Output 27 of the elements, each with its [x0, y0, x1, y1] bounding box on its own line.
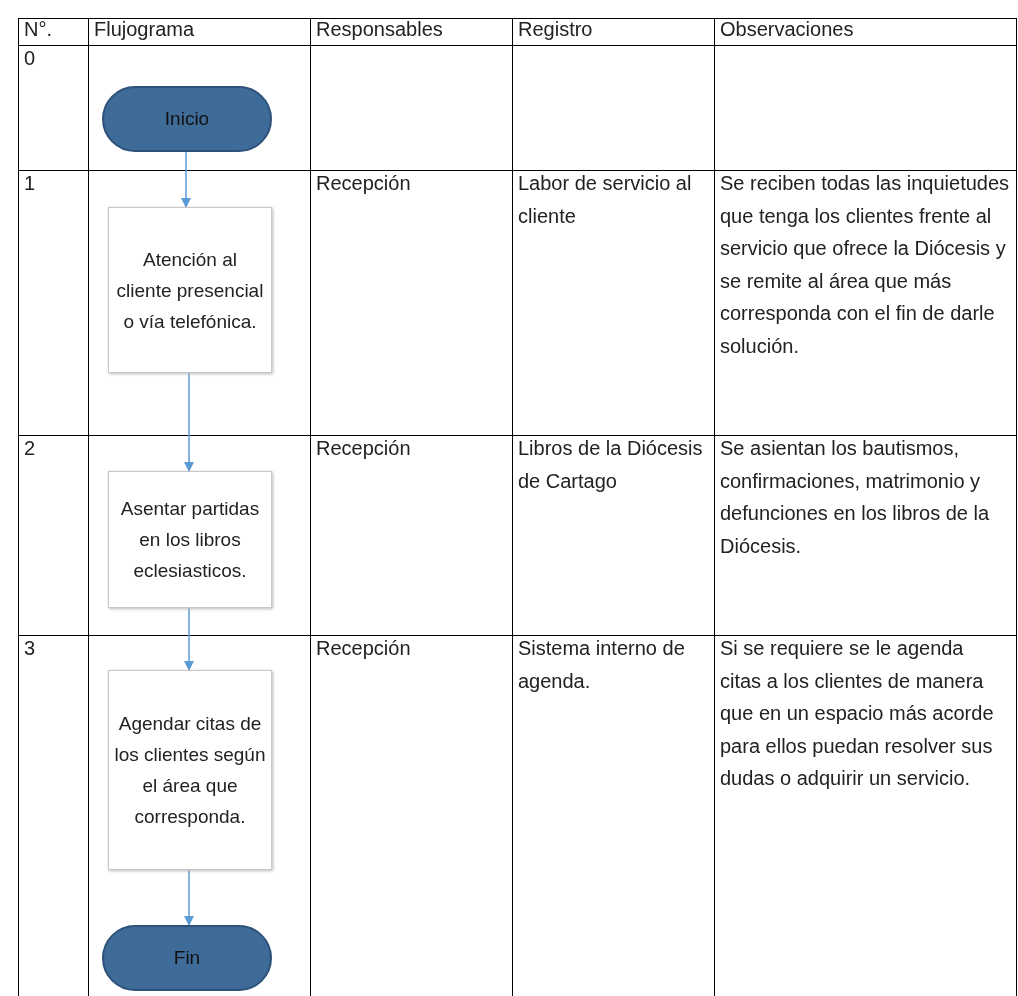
- table-cell-text: Recepción: [315, 436, 412, 461]
- terminal-shape: Inicio: [102, 86, 272, 152]
- column-header: Observaciones: [719, 17, 855, 42]
- column-header: Registro: [517, 17, 594, 42]
- arrow: [184, 372, 194, 472]
- column-header: N°.: [23, 17, 53, 42]
- arrow: [181, 151, 191, 208]
- table-cell-text: Recepción: [315, 171, 412, 196]
- table-cell-text: Si se requiere se le agenda citas a los clientes de manera que en un espacio más acorde para ellos puedan resolver sus dudas o adquirir un servicio.: [719, 636, 995, 791]
- table-cell-text: 0: [23, 46, 37, 71]
- process-box: Agendar citas de los clientes según el área que corresponda.: [108, 670, 272, 870]
- table-cell-text: Se reciben todas las inquietudes que tenga los clientes frente al servicio que ofrece la Diócesis y se remite al área que más corresponda con el fin de darle solución.: [719, 171, 1011, 359]
- column-header: Flujograma: [93, 17, 196, 42]
- terminal-shape: Fin: [102, 925, 272, 991]
- table-cell-text: Recepción: [315, 636, 412, 661]
- table-cell-text: Labor de servicio al cliente: [517, 171, 693, 229]
- table-cell-text: Se asientan los bautismos, confirmaciones, matrimonio y defunciones en los libros de la Diócesis.: [719, 436, 991, 559]
- arrow: [184, 607, 194, 671]
- process-box: Asentar partidas en los libros eclesiasticos.: [108, 471, 272, 608]
- arrow: [184, 869, 194, 926]
- table-cell-text: Sistema interno de agenda.: [517, 636, 686, 694]
- table-cell-text: 1: [23, 171, 37, 196]
- table-cell-text: 3: [23, 636, 37, 661]
- table-cell-text: Libros de la Diócesis de Cartago: [517, 436, 704, 494]
- process-box: Atención al cliente presencial o vía telefónica.: [108, 207, 272, 373]
- table-cell-text: 2: [23, 436, 37, 461]
- column-header: Responsables: [315, 17, 444, 42]
